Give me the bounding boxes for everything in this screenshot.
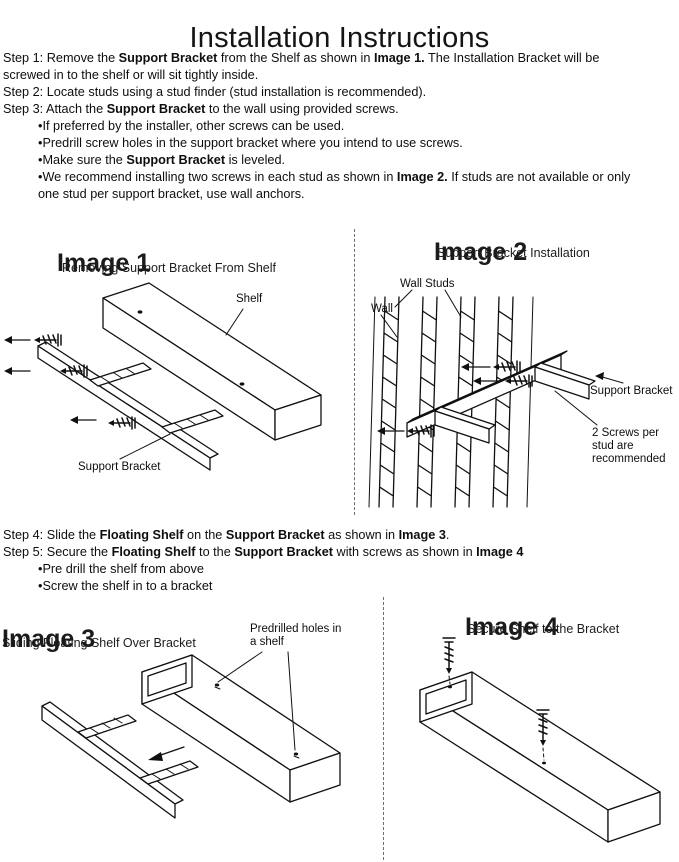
instruction-line: •Pre drill the shelf from above [38,562,204,576]
figure3-drawing [41,651,341,819]
wall-label: Wall [371,303,393,315]
predrilled-holes-label: Predrilled holes in a shelf [250,623,342,648]
screw-direction-arrow-icon [377,363,503,435]
figure-image1: Image 1 Removing Support Bracket From Sh… [0,225,350,517]
leader-line [119,308,244,460]
wall-studs-label: Wall Studs [400,278,455,290]
figure1-heading: Image 1 [57,248,151,277]
bracket-pocket-opening [147,662,187,697]
instruction-line: Step 3: Attach the Support Bracket to th… [3,102,399,116]
support-bracket-drawing [406,350,596,444]
predrilled-hole-dot [293,752,299,756]
dashed-guide-line [542,747,545,761]
pilot-hole-dot [542,761,546,765]
figure3-heading: Image 3 [2,624,96,653]
floating-shelf-drawing [419,671,661,843]
instruction-line: •We recommend installing two screws in e… [38,170,631,201]
instruction-line: •Screw the shelf in to a bracket [38,579,213,593]
wall-studs-hatching [378,296,514,508]
support-bracket-label: Support Bracket [78,461,161,473]
instruction-line: •Make sure the Support Bracket is levele… [38,153,286,167]
removal-arrow-icon [4,336,97,424]
figure3-subtitle: Sliding Floating Shelf Over Bracket [2,636,196,650]
screw-hole-dot [137,310,143,314]
shelf-label: Shelf [236,293,263,305]
figure4-heading: Image 4 [465,612,559,641]
leader-line [380,289,624,426]
shelf-drawing [102,282,322,441]
insertion-screw-icon [442,637,456,689]
figure1-drawing [4,282,322,471]
floating-shelf-drawing [141,654,341,803]
support-bracket-label: Support Bracket [590,385,673,397]
figure-image3: Image 3 Sliding Floating Shelf Over Brac… [0,598,350,862]
figure1-subtitle: Removing Support Bracket From Shelf [62,261,276,275]
screws-per-stud-note: 2 Screws per stud are recommended [592,427,666,465]
pilot-hole-dot [448,685,452,689]
instruction-line: •If preferred by the installer, other sc… [38,119,345,133]
figure-image2: Image 2 Support Bracket Installation [365,215,679,515]
screw-hole-dot [239,382,245,386]
bracket-pocket-opening [425,679,467,715]
instruction-line: Step 5: Secure the Floating Shelf to the… [3,545,524,559]
insertion-screw-icon [536,709,550,765]
support-bracket-drawing [41,701,199,819]
steps-top: Step 1: Remove the Support Bracket from … [3,50,648,203]
figure2-heading: Image 2 [434,237,528,266]
support-bracket-drawing [37,341,224,471]
instruction-line: •Predrill screw holes in the support bra… [38,136,463,150]
instruction-line: Step 4: Slide the Floating Shelf on the … [3,528,450,542]
slide-arrow-icon [148,746,185,761]
figure4-drawing [419,637,661,843]
figure2-drawing [368,289,624,508]
instruction-line: Step 2: Locate studs using a stud finder… [3,85,427,99]
screw-icon [34,333,136,430]
figure4-subtitle: Secure Shelf to the Bracket [467,622,620,636]
dashed-divider-top [354,229,355,515]
figure-image4: Image 4 Secure Shelf to the Bracket [393,590,679,862]
dashed-divider-bottom [383,597,384,860]
instruction-line: Step 1: Remove the Support Bracket from … [3,51,600,82]
leader-line [217,651,296,751]
predrilled-hole-dot [214,683,220,687]
screw-icon [407,360,533,438]
dashed-guide-line [448,675,451,685]
figure2-subtitle: Support Bracket Installation [437,246,590,260]
page-title: Installation Instructions [189,22,490,55]
steps-bottom: Step 4: Slide the Floating Shelf on the … [3,527,648,595]
